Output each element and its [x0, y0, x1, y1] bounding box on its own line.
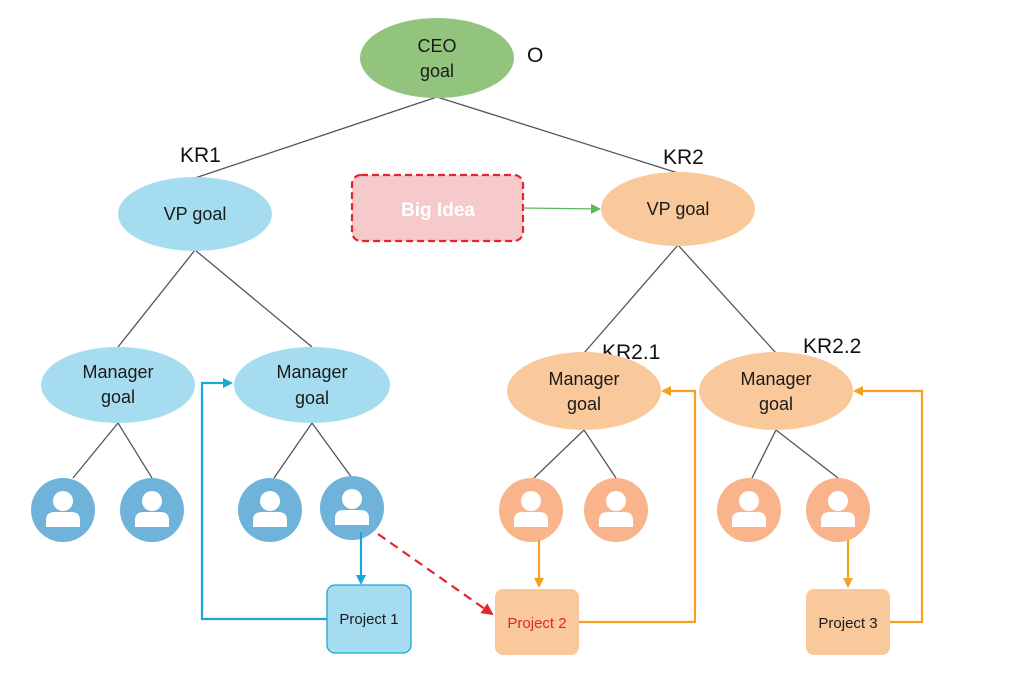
connector: [194, 249, 313, 348]
ceo-goal-node[interactable]: [360, 18, 514, 98]
kr2-2-label: KR2.2: [803, 335, 861, 358]
ceo-goal-line1: CEO: [417, 36, 456, 56]
manager-goal-node-4[interactable]: [699, 352, 853, 430]
big-idea-arrow: [522, 203, 601, 214]
manager-goal-4-line1: Manager: [740, 369, 811, 389]
connector: [311, 422, 353, 479]
person-icon: [238, 478, 302, 542]
vp-goal-left-label: VP goal: [164, 204, 227, 224]
project2-feedback-arrow: [579, 386, 697, 624]
project-3-box[interactable]: [806, 589, 890, 655]
connector: [533, 429, 585, 479]
objective-label: O: [527, 44, 543, 67]
cross-team-dashed-arrow: [377, 533, 494, 616]
vp-goal-right-label: VP goal: [647, 199, 710, 219]
manager-goal-2-line2: goal: [295, 388, 329, 408]
person-icon: [584, 478, 648, 542]
person-icon: [499, 478, 563, 542]
manager-goal-node-1[interactable]: [41, 347, 195, 423]
connector: [117, 422, 153, 479]
manager-goal-node-3[interactable]: [507, 352, 661, 430]
kr2-label: KR2: [663, 146, 704, 169]
person-icons: [31, 476, 870, 542]
connector: [775, 429, 839, 479]
connector: [194, 96, 438, 179]
manager-goal-4-line2: goal: [759, 394, 793, 414]
connector: [583, 429, 617, 479]
manager-goal-3-line1: Manager: [548, 369, 619, 389]
connector: [117, 249, 196, 348]
person-icon: [717, 478, 781, 542]
connector: [583, 244, 679, 354]
manager-goal-node-2[interactable]: [234, 347, 390, 423]
manager-goal-3-line2: goal: [567, 394, 601, 414]
connector: [72, 422, 119, 479]
ceo-goal-line2: goal: [420, 61, 454, 81]
person-icon: [120, 478, 184, 542]
project-2-box[interactable]: [495, 589, 579, 655]
project3-feedback-arrow: [853, 386, 924, 624]
vp-goal-left-node[interactable]: [118, 177, 272, 251]
person-icon: [320, 476, 384, 540]
person-icon: [31, 478, 95, 542]
manager-goal-1-line2: goal: [101, 387, 135, 407]
kr1-label: KR1: [180, 144, 221, 167]
connector: [273, 422, 313, 479]
manager-goal-1-line1: Manager: [82, 362, 153, 382]
project-3-label: Project 3: [818, 615, 877, 632]
person-icon: [806, 478, 870, 542]
connector: [677, 244, 777, 354]
connector-lines: [72, 96, 839, 479]
connector: [751, 429, 777, 479]
big-idea-label: Big Idea: [401, 200, 475, 221]
project-1-label: Project 1: [339, 611, 398, 628]
project1-feedback-arrow: [200, 378, 327, 621]
manager-goal-2-line1: Manager: [276, 362, 347, 382]
connector: [436, 96, 679, 174]
vp-goal-right-node[interactable]: [601, 172, 755, 246]
project-2-label: Project 2: [507, 615, 566, 632]
